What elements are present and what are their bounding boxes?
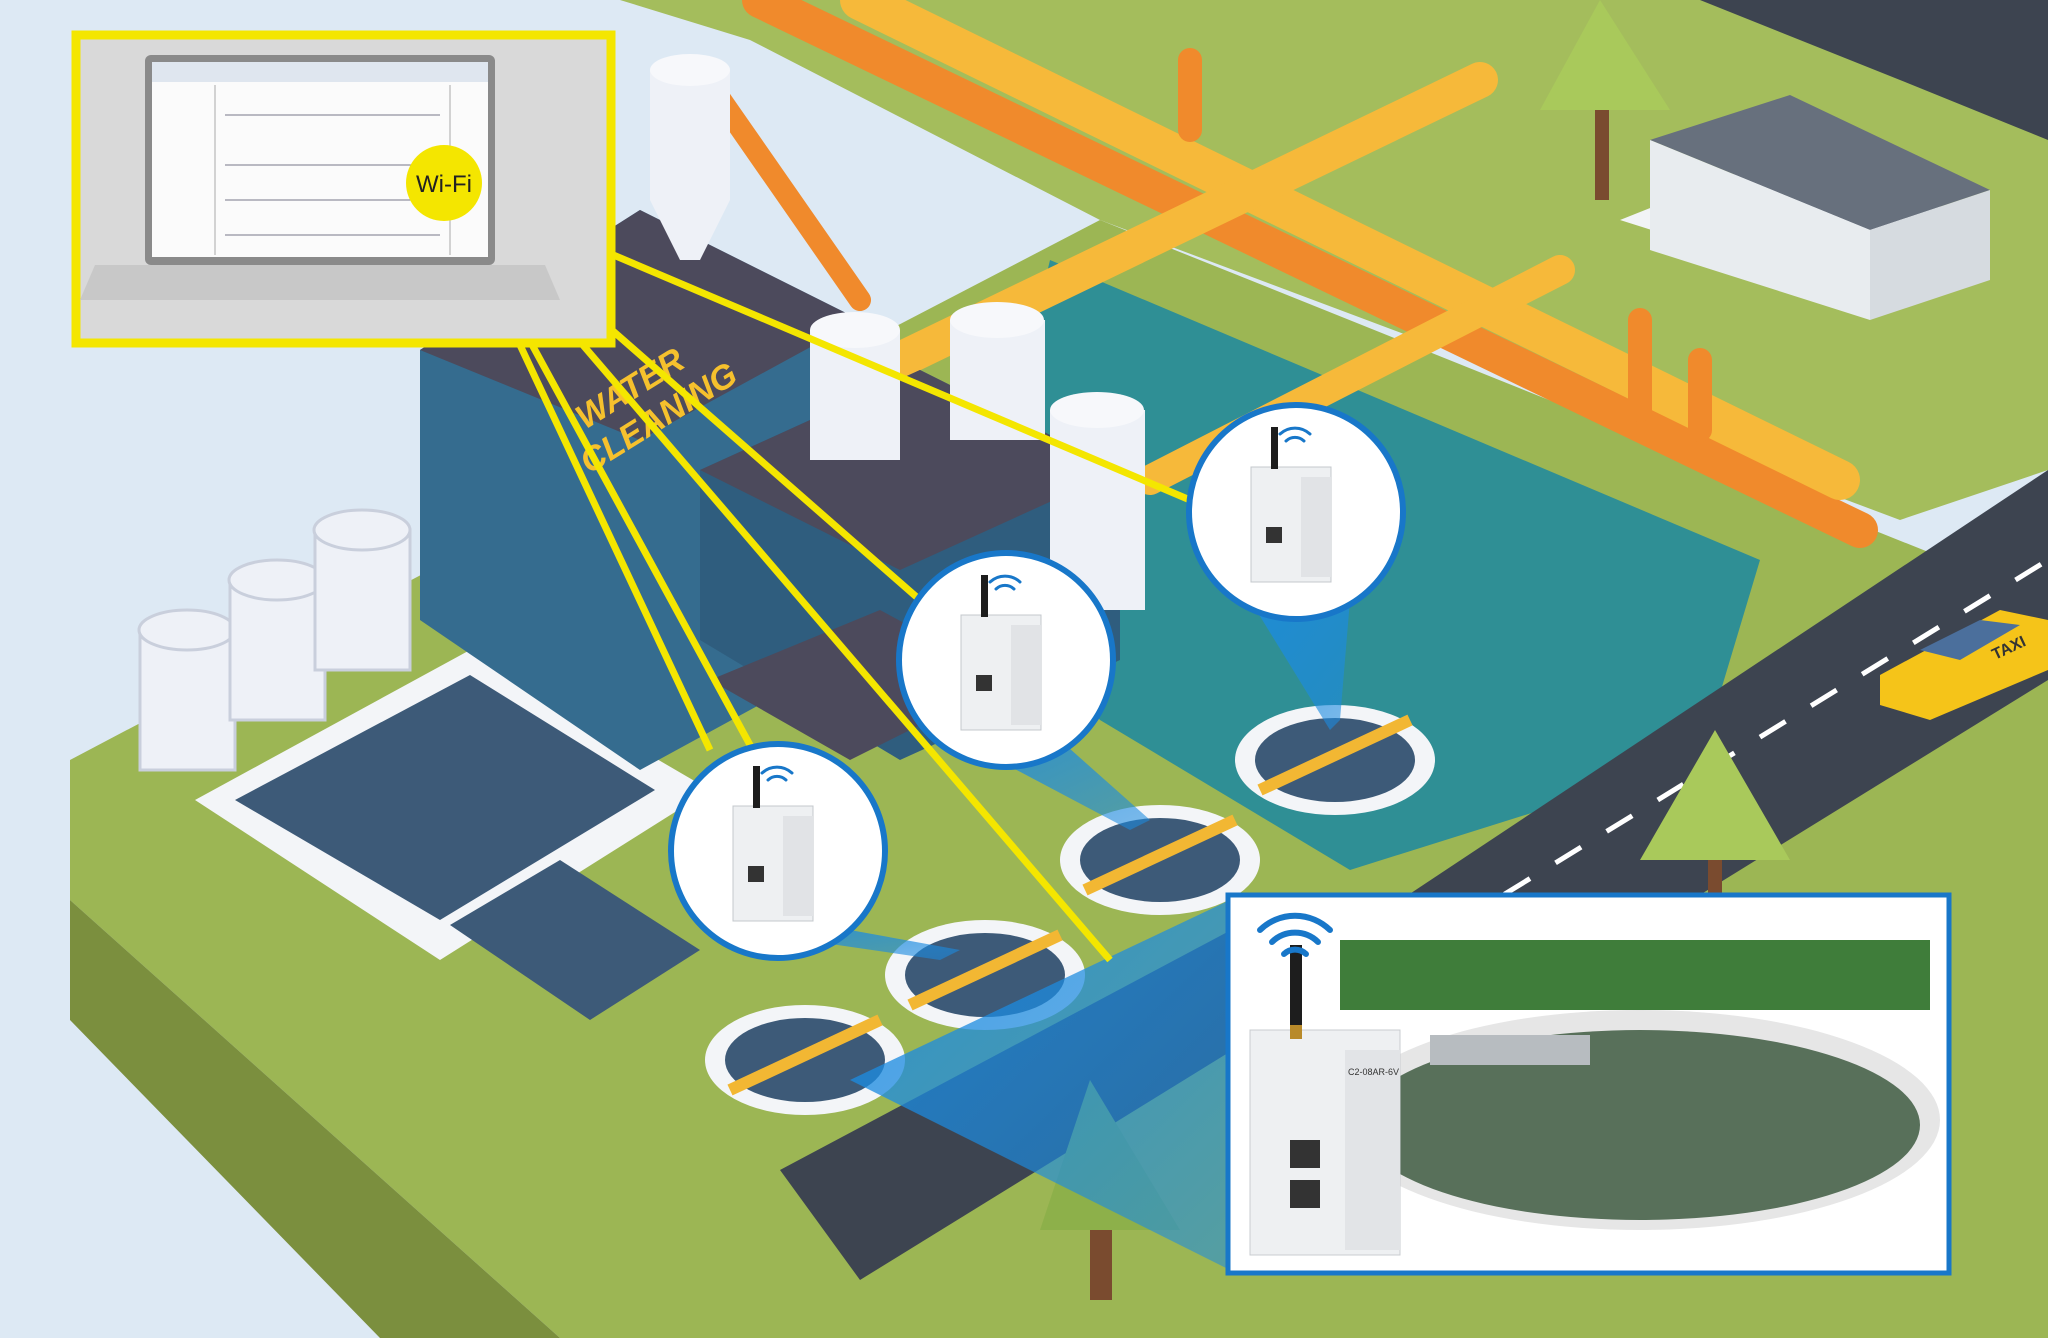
wifi-badge-label: Wi-Fi (416, 171, 472, 198)
device-model-label: C2-08AR-6V (1348, 1067, 1399, 1077)
plc-controller-icon (732, 766, 814, 922)
wifi-icon (988, 574, 1022, 591)
basin-water (235, 675, 655, 920)
road-top (1700, 0, 2048, 140)
photo-inset: C2-08AR-6V (1225, 892, 1952, 1276)
treeline (1340, 940, 1930, 1010)
ground-edge (70, 900, 560, 1338)
callout-beams (735, 600, 1350, 1270)
basin-water-2 (450, 860, 700, 1020)
laptop-inset: Wi-Fi (71, 30, 616, 348)
wifi-icon (1278, 426, 1312, 443)
device-callout (668, 741, 888, 961)
plc-controller-icon: C2-08AR-6V (1249, 945, 1401, 1256)
device-callout (1186, 402, 1406, 622)
storage-tanks (137, 508, 412, 772)
clarifier-water (1360, 1030, 1920, 1220)
plc-controller-icon (1250, 427, 1332, 583)
taxi-icon: TAXI (1880, 610, 2048, 720)
wifi-icon (1257, 912, 1333, 957)
clarifier-tanks (705, 705, 1435, 1115)
plc-controller-icon (960, 575, 1042, 731)
device-callout (896, 550, 1116, 770)
laptop-icon (80, 55, 560, 300)
wifi-icon (760, 765, 794, 782)
wifi-badge (406, 145, 482, 221)
water-cleaning-building: WATER CLEANING (420, 54, 1145, 770)
house-icon (1620, 95, 1990, 320)
